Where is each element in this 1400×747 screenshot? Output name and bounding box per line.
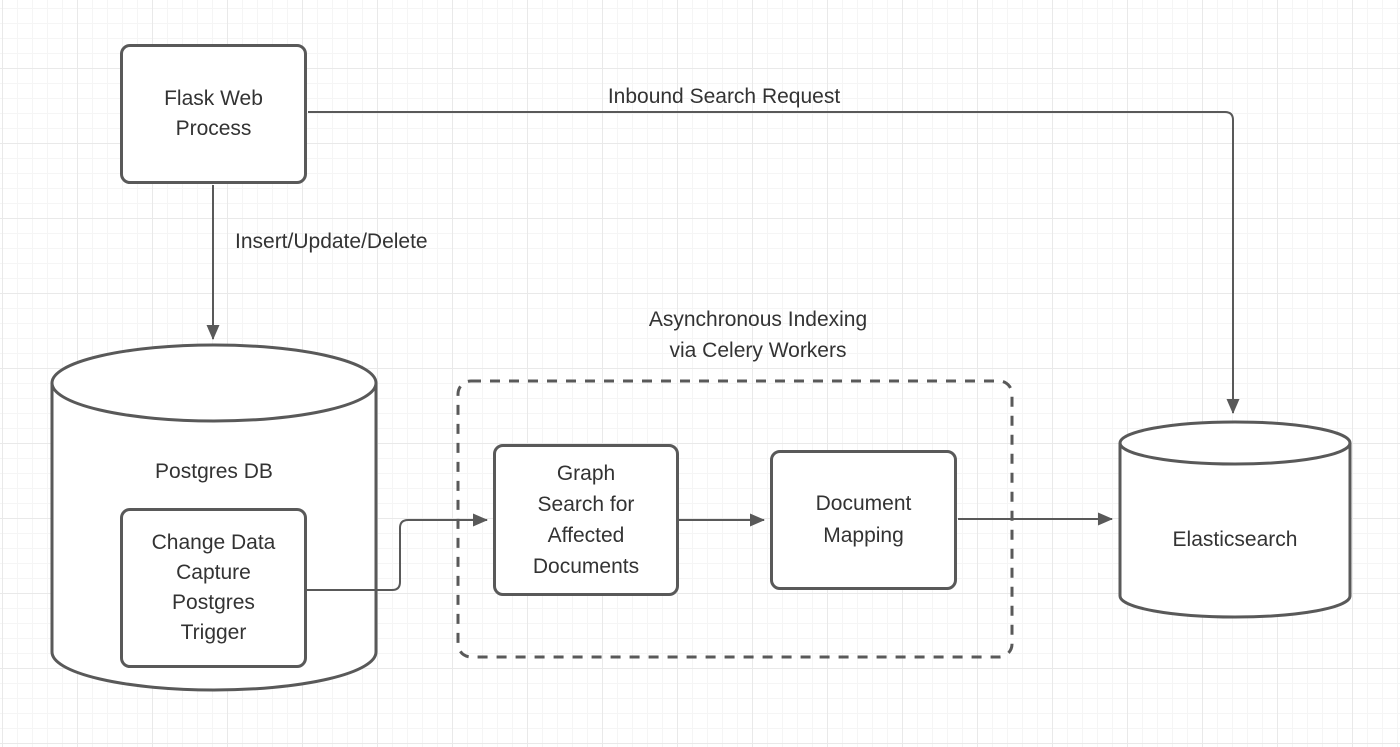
celery-group-title: Asynchronous Indexing via Celery Workers bbox=[648, 308, 868, 362]
edge-cdc-to-graph-search bbox=[307, 513, 488, 591]
edge-inbound-search bbox=[308, 111, 1240, 414]
node-document-mapping: Document Mapping bbox=[770, 450, 957, 590]
edge-label-inbound-search: Inbound Search Request bbox=[607, 85, 841, 108]
edge-label-insert-update-delete: Insert/Update/Delete bbox=[235, 230, 428, 253]
elasticsearch-label: Elasticsearch bbox=[1172, 528, 1298, 551]
node-change-data-capture: Change Data Capture Postgres Trigger bbox=[120, 508, 307, 668]
elasticsearch-cylinder bbox=[1118, 420, 1352, 619]
node-graph-search: Graph Search for Affected Documents bbox=[493, 444, 679, 596]
postgres-label: Postgres DB bbox=[155, 460, 273, 483]
node-flask-web-process: Flask Web Process bbox=[120, 44, 307, 184]
